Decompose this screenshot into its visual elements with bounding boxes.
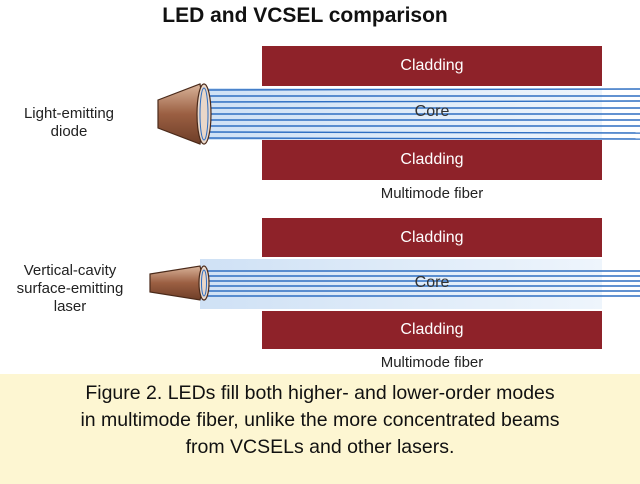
vcsel-fiber-label: Multimode fiber [380,354,484,371]
led-label-line1: Light-emitting [23,105,115,122]
led-label-line2: diode [50,123,88,140]
vcsel-label-line3: laser [53,298,87,315]
vcsel-source-icon [149,265,210,301]
fiber-diagram [149,83,640,309]
figure-caption: Figure 2. LEDs fill both higher- and low… [0,374,640,484]
led-cladding-bottom: Cladding [262,140,602,180]
vcsel-label-line2: surface-emitting [16,280,124,297]
vcsel-cladding-top: Cladding [262,218,602,257]
led-source-icon [157,83,212,145]
core-region-vcsel [200,259,602,309]
diagram-title: LED and VCSEL comparison [162,4,448,27]
led-source-label: Light-emitting diode [4,105,134,141]
led-fiber-label: Multimode fiber [380,185,484,202]
vcsel-source-label: Vertical-cavity surface-emitting laser [0,262,140,316]
vcsel-beams [205,270,640,297]
caption-line1: Figure 2. LEDs fill both higher- and low… [85,382,555,404]
caption-line3: from VCSELs and other lasers. [185,436,455,458]
led-core-label: Core [414,103,450,120]
vcsel-core-label: Core [414,274,450,291]
vcsel-label-line1: Vertical-cavity [23,262,117,279]
led-cladding-top: Cladding [262,46,602,86]
led-beams [204,88,640,140]
caption-line2: in multimode fiber, unlike the more conc… [80,409,560,431]
vcsel-cladding-bottom: Cladding [262,311,602,349]
